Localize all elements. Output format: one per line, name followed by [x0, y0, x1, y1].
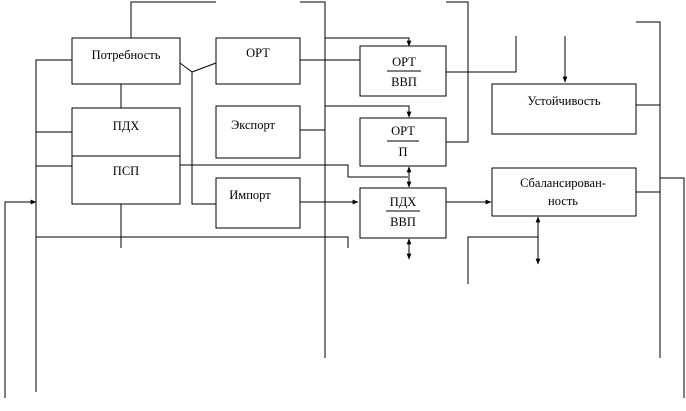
connector-lines	[4, 1, 685, 398]
box-ort-vvp: ОРТ ВВП	[359, 45, 447, 97]
box-import: Импорт	[215, 177, 301, 229]
box-ort-vvp-denominator: ВВП	[391, 75, 417, 89]
box-import-label: Импорт	[229, 188, 271, 202]
box-ustoichivost-label: Устойчивость	[527, 94, 600, 108]
box-ort-label: ОРТ	[246, 46, 270, 60]
box-ort-p: ОРТ П	[359, 117, 447, 167]
box-ort: ОРТ	[215, 37, 301, 85]
box-sbalansirovannost-line2: ность	[548, 194, 578, 208]
box-potrebnost: Потребность	[71, 37, 181, 85]
box-potrebnost-label: Потребность	[92, 48, 161, 62]
box-pdx-vvp: ПДХ ВВП	[359, 187, 447, 239]
box-sbalansirovannost-line1: Сбалансирован-	[520, 176, 606, 190]
box-sbalansirovannost: Сбалансирован- ность	[491, 167, 637, 217]
box-ort-p-numerator: ОРТ	[391, 124, 415, 138]
box-ort-p-denominator: П	[398, 145, 407, 159]
box-pdx-label: ПДХ	[113, 119, 140, 133]
box-ort-vvp-numerator: ОРТ	[392, 55, 416, 69]
box-psp-label: ПСП	[113, 164, 139, 178]
box-eksport-label: Экспорт	[231, 118, 276, 132]
box-pdx-psp: ПДХ ПСП	[71, 107, 181, 205]
box-eksport: Экспорт	[215, 105, 301, 159]
box-pdx-vvp-numerator: ПДХ	[390, 195, 417, 209]
box-pdx-vvp-denominator: ВВП	[390, 215, 416, 229]
box-ustoichivost: Устойчивость	[491, 83, 637, 135]
